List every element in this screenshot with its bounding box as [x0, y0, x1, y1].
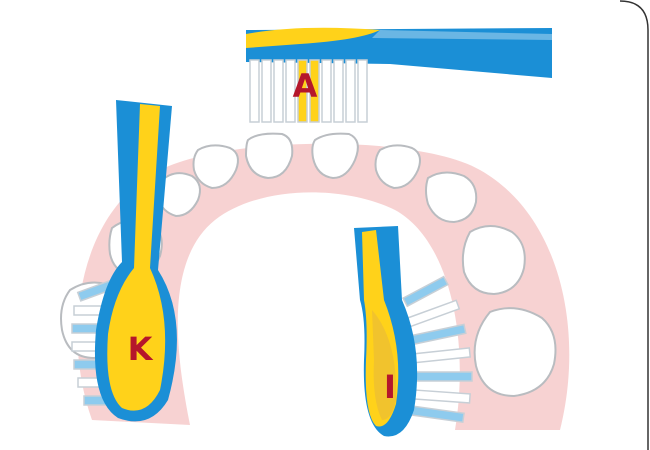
right-brush-label: I: [384, 368, 396, 406]
top-brush-label: A: [293, 67, 318, 105]
top-brush-handle-stripe: [372, 30, 552, 40]
frame-border: [619, 0, 649, 450]
tooth-lateral-left: [192, 144, 239, 190]
tooth-premolar-right: [461, 225, 526, 296]
right-brush-head-shade: [372, 310, 397, 420]
tooth-canine-right: [425, 171, 478, 224]
top-brush-bristles: [249, 59, 368, 123]
tooth-incisor-1: [244, 132, 294, 180]
tooth-incisor-2: [311, 132, 359, 180]
right-toothbrush: I: [354, 226, 473, 437]
tooth-lateral-right: [374, 144, 421, 190]
tooth-molar-right: [473, 307, 557, 398]
left-brush-label: K: [128, 330, 154, 368]
top-toothbrush: A: [246, 27, 552, 123]
left-brush-handle-yellow: [107, 104, 166, 411]
right-brush-bristles: [402, 275, 473, 424]
left-toothbrush: K: [71, 100, 177, 422]
top-brush-handle-yellow: [246, 27, 380, 48]
